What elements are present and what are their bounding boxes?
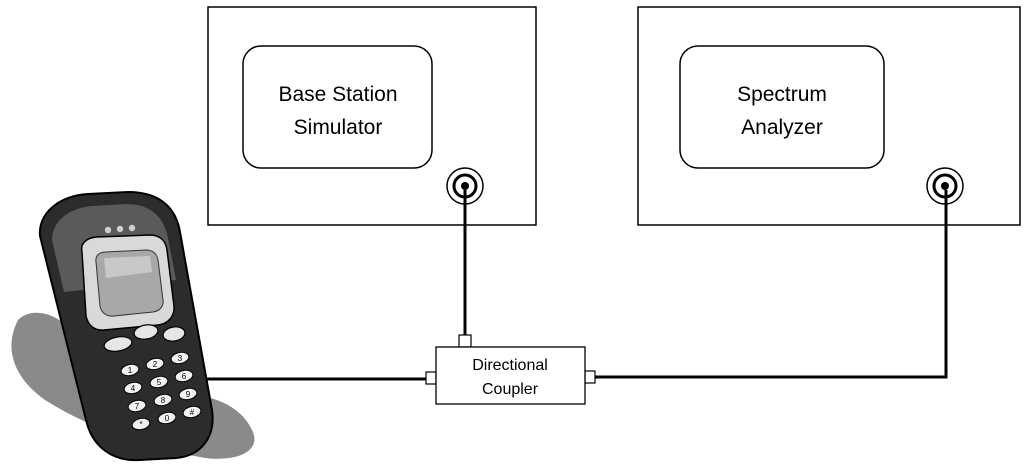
phone-key: 0: [157, 411, 177, 425]
phone-key-label: 1: [128, 366, 133, 375]
phone-key-label: 0: [165, 414, 170, 423]
phone-key-label: 8: [161, 396, 166, 405]
spectrum-analyzer-label-line1: Spectrum: [737, 83, 827, 106]
phone-key-label: 3: [178, 354, 183, 363]
phone-key: 6: [174, 369, 194, 383]
base-station-label-line1: Base Station: [278, 83, 397, 106]
phone-nav-key-right: [162, 326, 186, 342]
phone-keypad: 1 2 3 4 5 6 7: [120, 351, 202, 431]
phone-key: 7: [127, 399, 147, 413]
phone-key-label: 6: [182, 372, 187, 381]
phone-key-label: #: [190, 408, 195, 417]
coupler-left-port: [425, 371, 437, 385]
phone-nav-key-left: [103, 336, 133, 352]
phone-key: *: [131, 417, 151, 431]
earpiece-dot: [104, 226, 112, 234]
phone-key-label: 2: [153, 360, 158, 369]
coupler-label-line2: Coupler: [482, 381, 539, 398]
cable-coupler-to-spectrum-analyzer: [594, 190, 948, 379]
base-station-label-line2: Simulator: [294, 116, 383, 139]
phone-key-label: 7: [135, 402, 140, 411]
phone-nav-key-center: [133, 324, 159, 340]
phone-key: 3: [170, 351, 190, 365]
coupler-right-port: [584, 370, 596, 384]
phone-key-label: 9: [186, 390, 191, 399]
coupler-body: [435, 346, 586, 405]
phone-screen-glare: [104, 256, 152, 278]
base-station-display: [242, 45, 433, 169]
phone-key: 8: [153, 393, 173, 407]
directional-coupler: Directional Coupler: [425, 334, 596, 405]
spectrum-analyzer-display: [679, 45, 885, 169]
phone-key: 9: [178, 387, 198, 401]
coupler-top-port: [458, 334, 472, 348]
spectrum-analyzer-label-line2: Analyzer: [741, 116, 823, 139]
rf-cables: [198, 190, 948, 381]
coupler-label-line1: Directional: [472, 357, 548, 374]
phone-key-label: 5: [157, 378, 162, 387]
spectrum-analyzer-instrument: Spectrum Analyzer: [637, 6, 1021, 226]
phone-key: #: [182, 405, 202, 419]
phone-key-label: 4: [131, 384, 136, 393]
phone-key-label: *: [139, 420, 142, 429]
phone-key: 4: [123, 381, 143, 395]
phone-key: 2: [145, 357, 165, 371]
mobile-phone-icon: 1 2 3 4 5 6 7: [11, 190, 255, 462]
base-station-instrument: Base Station Simulator: [207, 6, 537, 226]
earpiece-dot: [128, 224, 136, 232]
earpiece-dot: [116, 225, 124, 233]
spectrum-analyzer-rf-port-icon: [926, 167, 964, 205]
phone-key: 1: [120, 363, 140, 377]
phone-key: 5: [149, 375, 169, 389]
